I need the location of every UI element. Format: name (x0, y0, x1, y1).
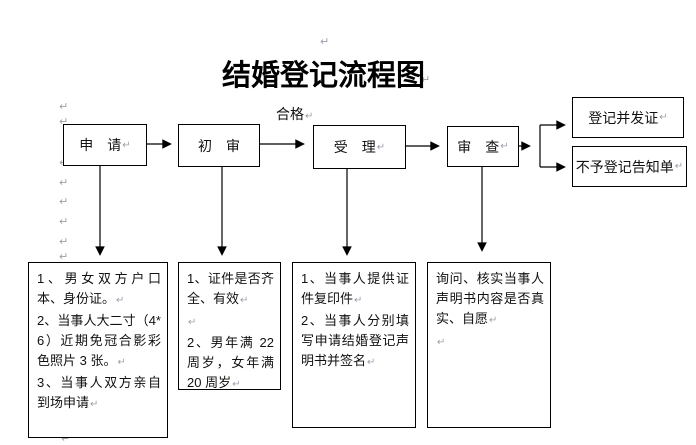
detail-paragraph: 1、男女双方户口本、身份证。↵ (37, 269, 161, 311)
qualified-arrow-label: 合格↵ (276, 104, 313, 124)
detail-box-initial-review-criteria: 1、证件是否齐全、有效↵↵2、男年满 22 周岁，女年满 20 周岁↵ (178, 262, 281, 390)
paragraph-mark-icon: ↵ (59, 215, 69, 228)
detail-paragraph: 询问、核实当事人声明书内容是否真实、自愿↵ (436, 269, 544, 331)
detail-paragraph: 1、当事人提供证件复印件↵ (301, 269, 409, 311)
paragraph-mark-icon: ↵ (500, 141, 509, 152)
paragraph-mark-icon: ↵ (90, 399, 99, 410)
flow-box-review-label: 审 查 (457, 138, 500, 155)
detail-paragraph-text: 2、当事人大二寸（4*6）近期免冠合影彩色照片 3 张。 (37, 313, 161, 368)
detail-paragraph: 3、当事人双方亲自到场申请↵ (37, 373, 161, 415)
paragraph-mark-icon: ↵ (59, 176, 69, 189)
paragraph-mark-icon: ↵ (117, 357, 126, 368)
detail-paragraph-text: 3、当事人双方亲自到场申请 (37, 375, 161, 410)
paragraph-mark-icon: ↵ (59, 250, 69, 263)
paragraph-mark-icon: ↵ (59, 100, 69, 113)
paragraph-mark-icon: ↵ (659, 112, 668, 123)
paragraph-mark-icon: ↵ (674, 161, 684, 172)
detail-box-review-actions: 询问、核实当事人声明书内容是否真实、自愿↵↵ (427, 262, 551, 428)
detail-paragraph: 2、当事人分别填写申请结婚登记声明书并签名↵ (301, 311, 409, 373)
detail-paragraph: 2、男年满 22 周岁，女年满 20 周岁↵ (187, 333, 274, 395)
flow-box-reject-notice: 不予登记告知单↵ (572, 146, 687, 187)
detail-paragraph: 2、当事人大二寸（4*6）近期免冠合影彩色照片 3 张。↵ (37, 311, 161, 373)
detail-box-apply-materials: 1、男女双方户口本、身份证。↵2、当事人大二寸（4*6）近期免冠合影彩色照片 3… (28, 262, 168, 438)
paragraph-mark-icon: ↵ (59, 195, 69, 208)
detail-paragraph: ↵ (187, 311, 274, 333)
paragraph-mark-icon: ↵ (122, 139, 131, 151)
paragraph-mark-icon: ↵ (59, 235, 69, 248)
paragraph-mark-icon: ↵ (305, 111, 314, 122)
paragraph-mark-icon: ↵ (376, 141, 386, 153)
flow-box-apply-label: 申 请 (79, 137, 122, 153)
paragraph-mark-icon: ↵ (59, 115, 69, 128)
paragraph-mark-icon: ↵ (116, 295, 125, 306)
paragraph-mark-icon: ↵ (61, 432, 71, 445)
paragraph-mark-icon: ↵ (367, 357, 376, 368)
detail-paragraph-text: 1、男女双方户口本、身份证。 (37, 271, 161, 306)
flow-box-register-issue: 登记并发证↵ (572, 97, 684, 138)
detail-paragraph-text: 2、男年满 22 周岁，女年满 20 周岁 (187, 335, 274, 390)
flow-box-register-issue-label: 登记并发证 (588, 109, 659, 126)
detail-paragraph-text: 1、当事人提供证件复印件 (301, 271, 409, 306)
page-title: 结婚登记流程图 (222, 60, 426, 92)
flow-box-accept: 受 理↵ (313, 125, 406, 169)
detail-box-accept-actions: 1、当事人提供证件复印件↵2、当事人分别填写申请结婚登记声明书并签名↵ (292, 262, 416, 428)
paragraph-mark-icon: ↵ (240, 295, 249, 306)
flow-box-apply: 申 请↵ (63, 124, 147, 166)
paragraph-mark-icon: ↵ (437, 337, 446, 348)
paragraph-mark-icon: ↵ (320, 35, 330, 48)
flow-box-accept-label: 受 理 (333, 139, 376, 155)
detail-paragraph: ↵ (436, 331, 544, 353)
flow-box-review: 审 查↵ (447, 126, 519, 167)
paragraph-mark-icon: ↵ (421, 73, 431, 86)
detail-paragraph: 1、证件是否齐全、有效↵ (187, 269, 274, 311)
detail-paragraph-text: 1、证件是否齐全、有效 (187, 271, 274, 306)
detail-paragraph-text: 2、当事人分别填写申请结婚登记声明书并签名 (301, 313, 409, 368)
flow-box-reject-notice-label: 不予登记告知单 (575, 158, 674, 175)
paragraph-mark-icon: ↵ (489, 315, 498, 326)
paragraph-mark-icon: ↵ (188, 317, 197, 328)
paragraph-mark-icon: ↵ (232, 379, 241, 390)
detail-paragraph-text: 询问、核实当事人声明书内容是否真实、自愿 (436, 271, 544, 326)
qualified-label-text: 合格 (276, 106, 304, 122)
paragraph-mark-icon: ↵ (354, 295, 363, 306)
flow-box-initial-review-label: 初 审 (198, 137, 240, 154)
flow-box-initial-review: 初 审 (178, 124, 260, 167)
